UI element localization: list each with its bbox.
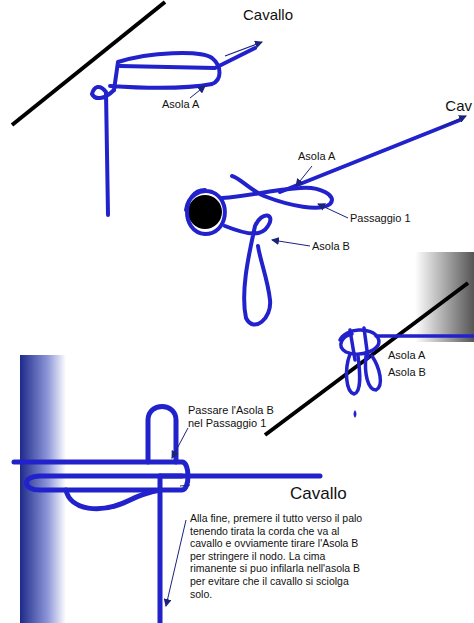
horse-label: Cavallo [243,6,293,24]
instruction-note: Alla fine, premere il tutto verso il pal… [190,512,370,600]
instruction-note: Passare l'Asola B nel Passaggio 1 [188,404,280,430]
horse-label: Cav [445,97,472,115]
horse-label: Cavallo [290,484,347,504]
passage-label: Passaggio 1 [350,212,411,225]
loop-label: Asola B [388,366,426,379]
loop-label: Asola A [162,98,199,111]
loop-label: Asola A [298,150,335,163]
loop-label: Asola B [312,240,350,253]
loop-label: Asola A [388,349,425,362]
